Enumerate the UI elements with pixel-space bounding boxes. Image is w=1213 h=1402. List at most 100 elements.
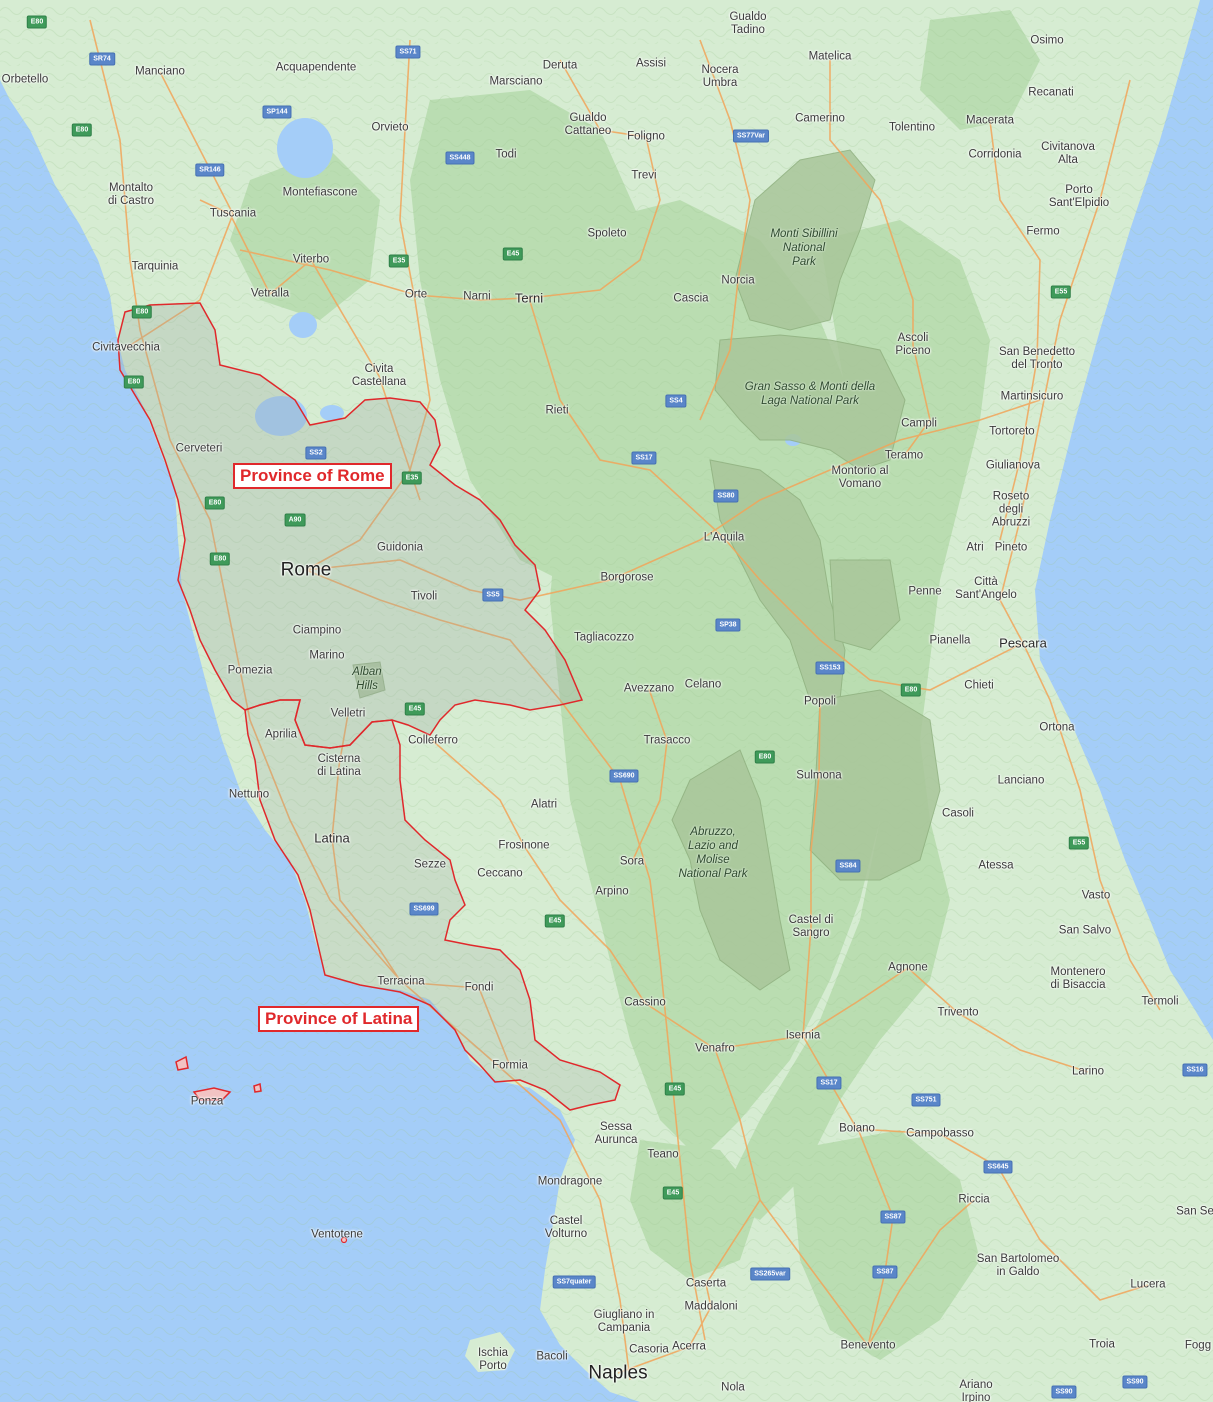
road-shield-e35[interactable]: E35 [401,471,423,485]
road-shield-ss71[interactable]: SS71 [395,45,421,59]
place-label-larino[interactable]: Larino [1072,1065,1104,1078]
road-shield-ss17[interactable]: SS17 [816,1076,842,1090]
road-shield-sr146[interactable]: SR146 [195,163,225,177]
place-label-teano[interactable]: Teano [647,1148,679,1161]
place-label-bacoli[interactable]: Bacoli [536,1350,568,1363]
place-label-marino[interactable]: Marino [309,649,345,662]
city-label-naples[interactable]: Naples [588,1362,648,1384]
place-label-viterbo[interactable]: Viterbo [292,253,330,266]
place-label-pescara[interactable]: Pescara [999,635,1047,651]
road-shield-ss153[interactable]: SS153 [815,661,845,675]
place-label-penne[interactable]: Penne [908,585,942,598]
place-label-manciano[interactable]: Manciano [135,65,185,78]
place-label-deruta[interactable]: Deruta [542,59,578,72]
place-label-formia[interactable]: Formia [492,1059,528,1072]
place-label-latina[interactable]: Latina [314,830,350,846]
place-label-boiano[interactable]: Boiano [839,1122,875,1135]
place-label-narni[interactable]: Narni [463,290,491,303]
place-label-nettuno[interactable]: Nettuno [228,788,270,801]
road-shield-ss84[interactable]: SS84 [835,859,861,873]
road-shield-e80[interactable]: E80 [131,305,153,319]
place-label-orbetello[interactable]: Orbetello [1,73,49,86]
place-label-acquapendente[interactable]: Acquapendente [275,61,357,74]
place-label-ceccano[interactable]: Ceccano [477,867,523,880]
place-label-acerra[interactable]: Acerra [672,1340,706,1353]
park-label-monti-sibillini-national-park[interactable]: Monti Sibillini National Park [770,228,838,268]
road-shield-e80[interactable]: E80 [123,375,145,389]
road-shield-sp144[interactable]: SP144 [262,105,292,119]
place-label-venafro[interactable]: Venafro [695,1042,735,1055]
place-label-tarquinia[interactable]: Tarquinia [131,260,179,273]
place-label-atessa[interactable]: Atessa [978,859,1014,872]
place-label-orvieto[interactable]: Orvieto [371,121,409,134]
place-label-rieti[interactable]: Rieti [545,404,569,417]
road-shield-e80[interactable]: E80 [204,496,226,510]
road-shield-ss448[interactable]: SS448 [445,151,475,165]
road-shield-e45[interactable]: E45 [544,914,566,928]
place-label-macerata[interactable]: Macerata [966,114,1014,127]
park-label-abruzzo-lazio-and-molise-national-park[interactable]: Abruzzo, Lazio and Molise National Park [678,826,748,880]
place-label-casoria[interactable]: Casoria [629,1343,669,1356]
place-label-chieti[interactable]: Chieti [964,679,994,692]
place-label-arpino[interactable]: Arpino [595,885,629,898]
place-label-colleferro[interactable]: Colleferro [408,734,458,747]
place-label-nola[interactable]: Nola [721,1381,745,1394]
place-label-corridonia[interactable]: Corridonia [968,148,1022,161]
place-label-cerveteri[interactable]: Cerveteri [175,442,223,455]
place-label-orte[interactable]: Orte [404,288,428,301]
place-label-cassino[interactable]: Cassino [624,996,666,1009]
place-label-mondragone[interactable]: Mondragone [537,1175,603,1188]
place-label-sulmona[interactable]: Sulmona [796,769,842,782]
road-shield-e55[interactable]: E55 [1068,836,1090,850]
place-label-trasacco[interactable]: Trasacco [643,734,691,747]
place-label-montefiascone[interactable]: Montefiascone [282,186,358,199]
place-label-marsciano[interactable]: Marsciano [489,75,543,88]
place-label-assisi[interactable]: Assisi [635,57,667,70]
road-shield-ss87[interactable]: SS87 [880,1210,906,1224]
place-label-ventotene[interactable]: Ventotene [311,1228,363,1241]
place-label-terni[interactable]: Terni [514,290,544,306]
road-shield-ss87[interactable]: SS87 [872,1265,898,1279]
road-shield-e45[interactable]: E45 [404,702,426,716]
place-label-frosinone[interactable]: Frosinone [498,839,550,852]
place-label-foligno[interactable]: Foligno [627,130,665,143]
place-label-caserta[interactable]: Caserta [685,1277,727,1290]
place-label-tuscania[interactable]: Tuscania [209,207,257,220]
place-label-tolentino[interactable]: Tolentino [888,121,936,134]
place-label-termoli[interactable]: Termoli [1141,995,1179,1008]
place-label-terracina[interactable]: Terracina [377,975,425,988]
place-label-cascia[interactable]: Cascia [673,292,709,305]
place-label-campli[interactable]: Campli [901,417,937,430]
place-label-vasto[interactable]: Vasto [1081,889,1111,902]
road-shield-e80[interactable]: E80 [900,683,922,697]
road-shield-a90[interactable]: A90 [284,513,306,527]
city-label-rome[interactable]: Rome [280,559,332,581]
place-label-tagliacozzo[interactable]: Tagliacozzo [573,631,635,644]
place-label-tortoreto[interactable]: Tortoreto [989,425,1035,438]
place-label-velletri[interactable]: Velletri [330,707,366,720]
road-shield-ss77var[interactable]: SS77Var [732,129,770,143]
road-shield-e45[interactable]: E45 [502,247,524,261]
place-label-fondi[interactable]: Fondi [464,981,494,994]
place-label-camerino[interactable]: Camerino [795,112,845,125]
road-shield-e45[interactable]: E45 [662,1186,684,1200]
place-label-guidonia[interactable]: Guidonia [376,541,424,554]
road-shield-e80[interactable]: E80 [754,750,776,764]
place-label-isernia[interactable]: Isernia [785,1029,821,1042]
road-shield-e80[interactable]: E80 [209,552,231,566]
place-label-todi[interactable]: Todi [495,148,517,161]
